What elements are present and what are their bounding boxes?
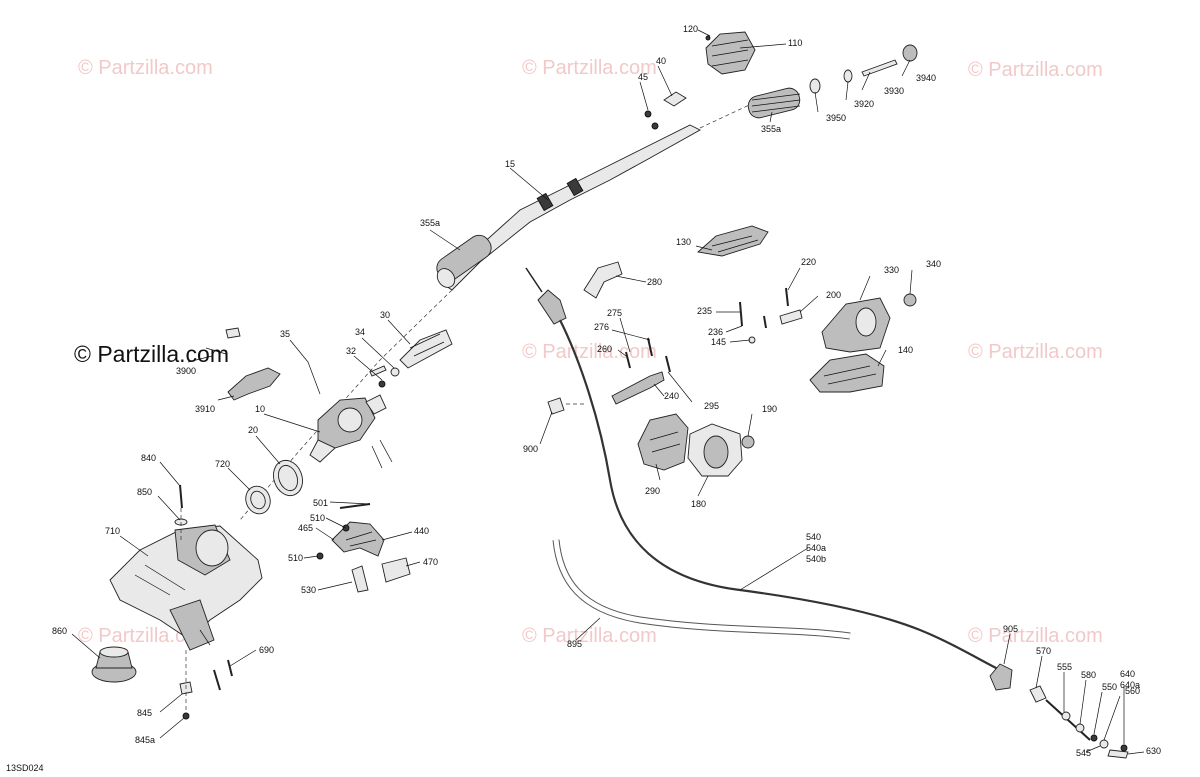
callout-355a-right: 355a [761,124,781,134]
callout-280: 280 [647,277,662,287]
callout-340: 340 [926,259,941,269]
callout-145: 145 [711,337,726,347]
steering-column-10 [307,361,393,469]
callout-845a: 845a [135,735,155,745]
callout-120: 120 [683,24,698,34]
callout-110: 110 [788,38,802,48]
callout-290: 290 [645,486,660,496]
callout-465: 465 [298,523,313,533]
callout-545: 545 [1076,748,1091,758]
watermark: © Partzilla.com [522,341,657,363]
callout-15: 15 [505,159,515,169]
callout-3940: 3940 [916,73,936,83]
callout-236: 236 [708,327,723,337]
callout-240: 240 [664,391,679,401]
callout-276: 276 [594,322,609,332]
callout-560: 560 [1125,686,1140,696]
throttle-cable [525,267,1001,671]
watermark-main: © Partzilla.com [74,341,229,367]
callout-220: 220 [801,257,816,267]
callout-850: 850 [137,487,152,497]
callout-690: 690 [259,645,274,655]
callout-710: 710 [105,526,120,536]
support-fasteners [174,484,233,720]
callout-640: 640 [1120,669,1135,679]
callout-10: 10 [255,404,265,414]
callout-355a-left: 355a [420,218,440,228]
callout-130: 130 [676,237,691,247]
grip-right [747,87,801,119]
handlebar [239,99,761,521]
callout-45: 45 [638,72,648,82]
switch-bracket-30 [369,329,453,388]
callout-860: 860 [52,626,67,636]
callout-630: 630 [1146,746,1161,756]
callout-3920: 3920 [854,99,874,109]
callout-330: 330 [884,265,899,275]
control-parts [583,225,917,393]
callout-35: 35 [280,329,290,339]
callout-30: 30 [380,310,390,320]
callout-275: 275 [607,308,622,318]
callout-34: 34 [355,327,365,337]
callout-540b: 540b [806,554,826,564]
watermark: © Partzilla.com [968,625,1103,647]
callout-530: 530 [301,585,316,595]
callout-3930: 3930 [884,86,904,96]
watermark: © Partzilla.com [78,57,213,79]
callout-180: 180 [691,499,706,509]
grip-left [436,234,492,288]
watermark: © Partzilla.com [968,59,1103,81]
boot-860 [91,646,137,683]
callout-540a: 540a [806,543,826,553]
callout-200: 200 [826,290,841,300]
callout-540: 540 [806,532,821,542]
callout-905: 905 [1003,624,1018,634]
watermark: © Partzilla.com [522,57,657,79]
leader-lines [71,29,1145,755]
clamp-parts [644,35,711,130]
callout-440: 440 [414,526,429,536]
callout-550: 550 [1102,682,1117,692]
steering-support-710 [109,524,263,651]
callout-840: 840 [141,453,156,463]
quadrant-440 [316,503,411,593]
watermark: © Partzilla.com [968,341,1103,363]
brake-parts [611,337,755,477]
callout-580: 580 [1081,670,1096,680]
callout-260: 260 [597,344,612,354]
callout-570: 570 [1036,646,1051,656]
callout-3950: 3950 [826,113,846,123]
callout-640a: 640a [1120,680,1140,690]
callout-235: 235 [697,306,712,316]
bracket-3910 [205,327,281,401]
callout-555: 555 [1057,662,1072,672]
callout-510-b: 510 [288,553,303,563]
callout-190: 190 [762,404,777,414]
callout-845: 845 [137,708,152,718]
callout-labels: 120 110 40 45 3940 3930 3920 3950 355a 1… [52,24,1161,758]
callout-295: 295 [704,401,719,411]
callout-3910: 3910 [195,404,215,414]
callout-20: 20 [248,425,258,435]
callout-900: 900 [523,444,538,454]
callout-895: 895 [567,639,582,649]
hose-895 [552,539,851,640]
callout-32: 32 [346,346,356,356]
cable-end-parts [989,663,1129,759]
callout-40: 40 [656,56,666,66]
rings [245,459,303,515]
callout-720: 720 [215,459,230,469]
bar-end-parts [809,44,918,94]
callout-510-a: 510 [310,513,325,523]
callout-501: 501 [313,498,328,508]
watermarks: © Partzilla.com © Partzilla.com © Partzi… [74,57,1103,647]
throttle-housing-110 [705,31,756,75]
callout-3900: 3900 [176,366,196,376]
watermark: © Partzilla.com [522,625,657,647]
callout-470: 470 [423,557,438,567]
diagram-code: 13SD024 [6,763,44,773]
callout-140: 140 [898,345,913,355]
